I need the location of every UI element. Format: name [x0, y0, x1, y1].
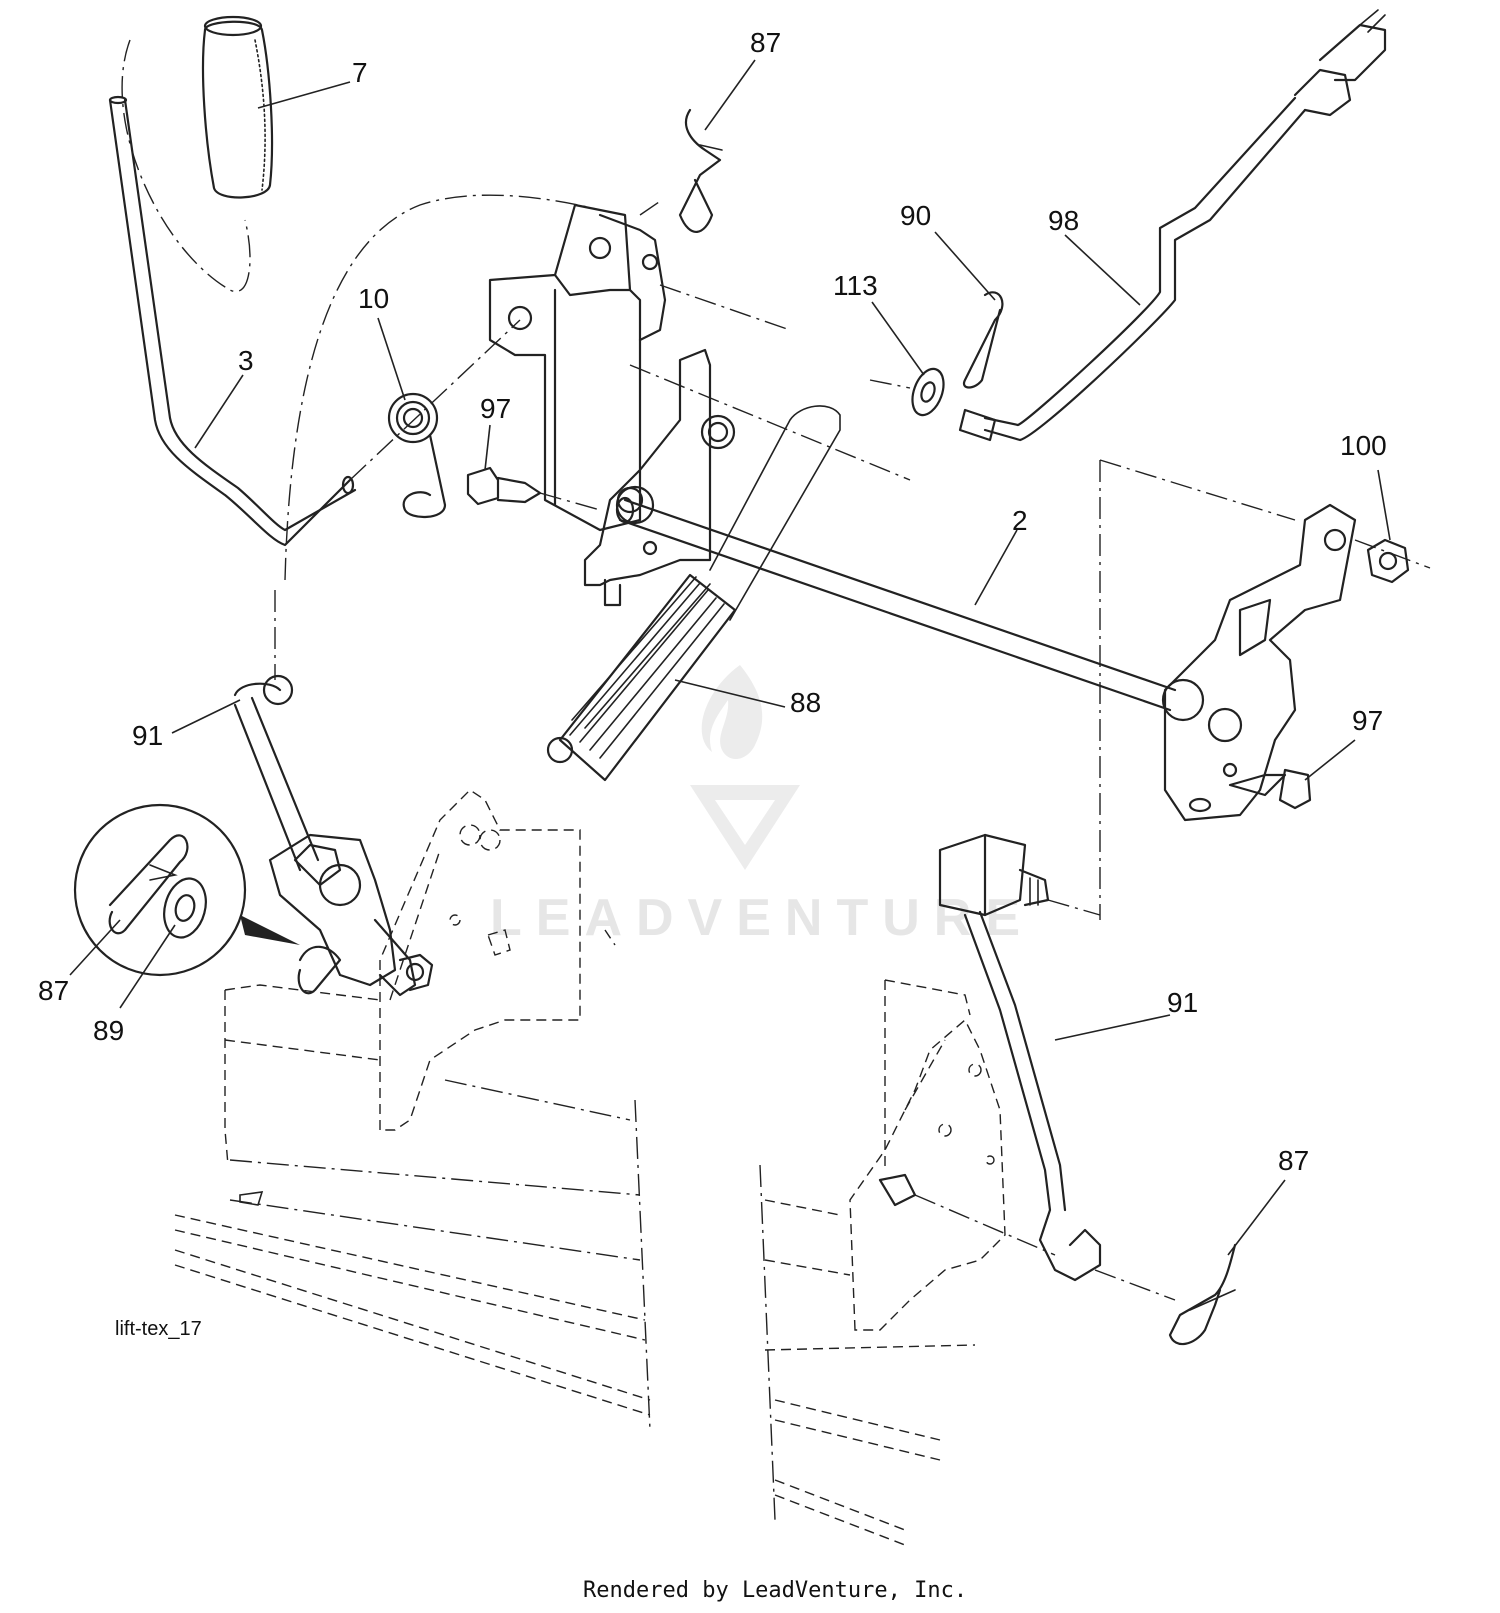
part-87-hairpin-bottom[interactable]	[1168, 1243, 1237, 1346]
callout-2: 2	[1012, 505, 1028, 536]
part-91-lift-link-right[interactable]	[938, 833, 1176, 1301]
part-10-torsion-spring[interactable]	[387, 392, 447, 518]
part-100-nut[interactable]	[1366, 538, 1410, 584]
flame-icon	[701, 665, 763, 760]
callout-98: 98	[1048, 205, 1079, 236]
callout-3: 3	[238, 345, 254, 376]
callout-113: 113	[833, 270, 878, 301]
callout-89: 89	[93, 1015, 124, 1046]
watermark-text: LEADVENTURE	[490, 889, 1034, 947]
callout-7: 7	[352, 57, 368, 88]
left-deck-hanger	[379, 789, 616, 1131]
callout-97-left: 97	[480, 393, 511, 424]
part-113-washer[interactable]	[907, 365, 950, 420]
part-90-hairpin[interactable]	[962, 291, 1004, 389]
callout-87-top: 87	[750, 27, 781, 58]
right-deck-body	[759, 1164, 976, 1546]
callout-labels: 7 87 90 98 113 10 3 97 2 100 88 91 97 87…	[38, 27, 1387, 1176]
mount-bracket[interactable]	[488, 203, 667, 532]
part-87-hairpin-top[interactable]	[678, 108, 723, 233]
left-deck-body	[174, 984, 651, 1431]
part-98-adjust-rod[interactable]	[958, 9, 1387, 442]
part-91-lift-link-left[interactable]	[233, 674, 342, 887]
render-credit: Rendered by LeadVenture, Inc.	[583, 1578, 967, 1603]
part-3-lift-lever[interactable]	[108, 95, 357, 547]
figure-id: lift-tex_17	[115, 1318, 202, 1340]
spring-wire-hook	[629, 364, 911, 621]
callout-90: 90	[900, 200, 931, 231]
part-88-extension-spring[interactable]	[546, 573, 737, 782]
right-lift-arm[interactable]	[1161, 503, 1357, 822]
leader-lines	[69, 59, 1391, 1256]
right-deck-hanger	[849, 979, 1056, 1331]
part-7-grip[interactable]	[201, 15, 274, 199]
callout-87-bottom: 87	[1278, 1145, 1309, 1176]
callout-91-left: 91	[132, 720, 163, 751]
detail-inset	[73, 803, 300, 977]
leadventure-watermark: LEADVENTURE	[490, 665, 1034, 947]
callout-100: 100	[1340, 430, 1387, 461]
callout-10: 10	[358, 283, 389, 314]
callout-88: 88	[790, 687, 821, 718]
part-97-bolt-right[interactable]	[1228, 768, 1312, 810]
callout-91-right: 91	[1167, 987, 1198, 1018]
part-2-lift-shaft[interactable]	[615, 485, 1177, 712]
callout-97-right: 97	[1352, 705, 1383, 736]
callout-87-detail: 87	[38, 975, 69, 1006]
v-chevron-icon	[690, 785, 800, 870]
left-lift-crank[interactable]	[268, 833, 434, 997]
part-97-bolt-left[interactable]	[466, 466, 542, 506]
